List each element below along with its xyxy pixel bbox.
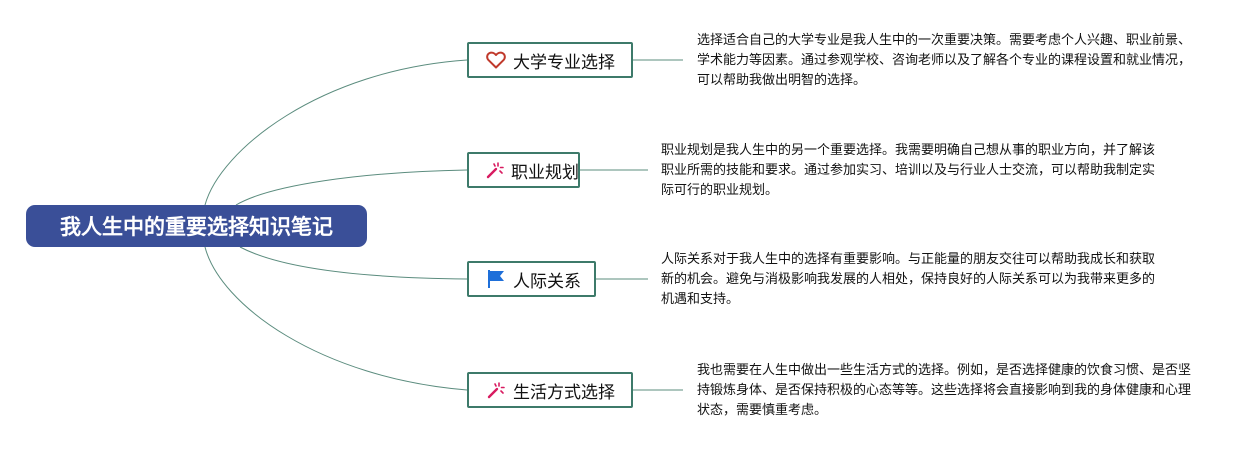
- connector-root-to-topic-3: [239, 246, 468, 280]
- root-topic[interactable]: 我人生中的重要选择知识笔记: [26, 205, 367, 247]
- connector-root-to-topic-4: [204, 246, 468, 391]
- heart-icon: [485, 49, 507, 71]
- note-major-selection: 选择适合自己的大学专业是我人生中的一次重要决策。需要考虑个人兴趣、职业前景、学术…: [697, 33, 1192, 88]
- topic-lifestyle-choice[interactable]: 生活方式选择: [467, 372, 633, 408]
- topic-career-planning[interactable]: 职业规划: [467, 152, 580, 188]
- topic-label: 生活方式选择: [513, 382, 615, 403]
- topic-relationships[interactable]: 人际关系: [467, 261, 596, 297]
- flag-icon: [485, 268, 507, 290]
- topic-label: 大学专业选择: [513, 52, 615, 73]
- root-title: 我人生中的重要选择知识笔记: [60, 215, 333, 239]
- magic-wand-icon: [485, 159, 505, 181]
- topic-major-selection[interactable]: 大学专业选择: [467, 42, 633, 78]
- topic-label: 职业规划: [511, 162, 579, 183]
- magic-wand-icon: [485, 379, 507, 401]
- note-relationships: 人际关系对于我人生中的选择有重要影响。与正能量的朋友交往可以帮助我成长和获取新的…: [661, 252, 1156, 307]
- topic-label: 人际关系: [513, 271, 581, 292]
- note-lifestyle-choice: 我也需要在人生中做出一些生活方式的选择。例如，是否选择健康的饮食习惯、是否坚持锻…: [697, 363, 1192, 418]
- note-career-planning: 职业规划是我人生中的另一个重要选择。我需要明确自己想从事的职业方向，并了解该职业…: [661, 143, 1156, 198]
- connector-root-to-topic-1: [204, 59, 468, 206]
- connector-root-to-topic-2: [235, 169, 468, 206]
